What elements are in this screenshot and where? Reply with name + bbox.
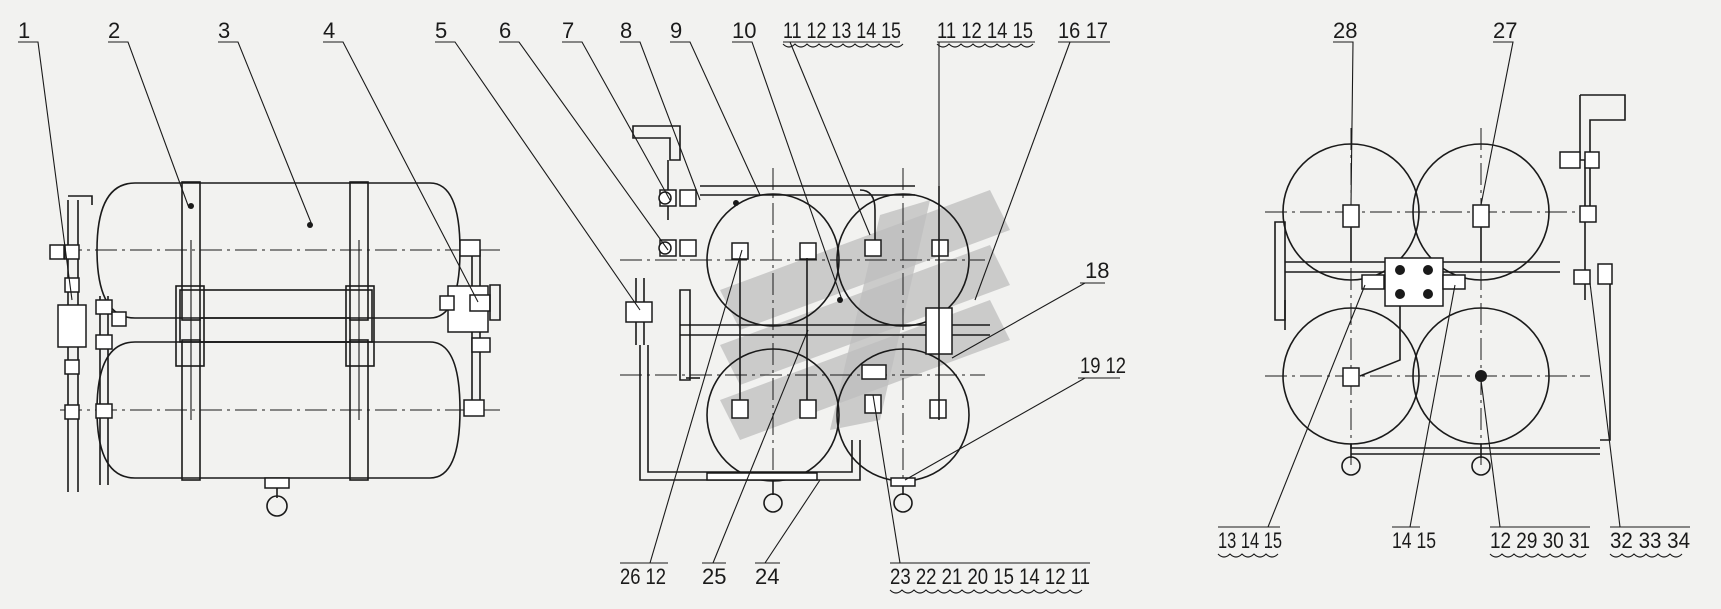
label-12-29-30-31: 12 29 30 31 bbox=[1490, 528, 1590, 553]
left-view-tanks bbox=[49, 181, 501, 517]
label-group-16-17: 16 17 bbox=[1058, 18, 1108, 43]
label-10: 10 bbox=[732, 18, 756, 43]
label-3: 3 bbox=[218, 18, 230, 43]
label-2: 2 bbox=[108, 18, 120, 43]
label-8: 8 bbox=[620, 18, 632, 43]
label-5: 5 bbox=[435, 18, 447, 43]
label-18: 18 bbox=[1085, 258, 1109, 283]
label-group-23-11: 23 22 21 20 15 14 12 11 bbox=[890, 564, 1090, 589]
label-7: 7 bbox=[562, 18, 574, 43]
label-28: 28 bbox=[1333, 18, 1357, 43]
part-number-labels: 1 2 3 4 5 6 7 8 9 10 11 12 13 14 15 11 1… bbox=[18, 18, 1690, 589]
label-26-12: 26 12 bbox=[620, 564, 666, 589]
label-13-14-15: 13 14 15 bbox=[1218, 528, 1282, 553]
wavy-underlines bbox=[782, 43, 1683, 594]
label-group-11-12-14-15: 11 12 14 15 bbox=[937, 18, 1033, 43]
label-19-12: 19 12 bbox=[1080, 353, 1126, 378]
leader-lines bbox=[18, 41, 1690, 564]
right-view-tanks bbox=[1265, 94, 1626, 476]
label-group-11-15: 11 12 13 14 15 bbox=[783, 18, 901, 43]
label-14-15: 14 15 bbox=[1392, 528, 1436, 553]
label-32-33-34: 32 33 34 bbox=[1610, 528, 1690, 553]
label-25: 25 bbox=[702, 564, 726, 589]
label-9: 9 bbox=[670, 18, 682, 43]
label-6: 6 bbox=[499, 18, 511, 43]
middle-view-tanks bbox=[620, 125, 990, 513]
label-1: 1 bbox=[18, 18, 30, 43]
label-27: 27 bbox=[1493, 18, 1517, 43]
label-24: 24 bbox=[755, 564, 779, 589]
label-4: 4 bbox=[323, 18, 335, 43]
